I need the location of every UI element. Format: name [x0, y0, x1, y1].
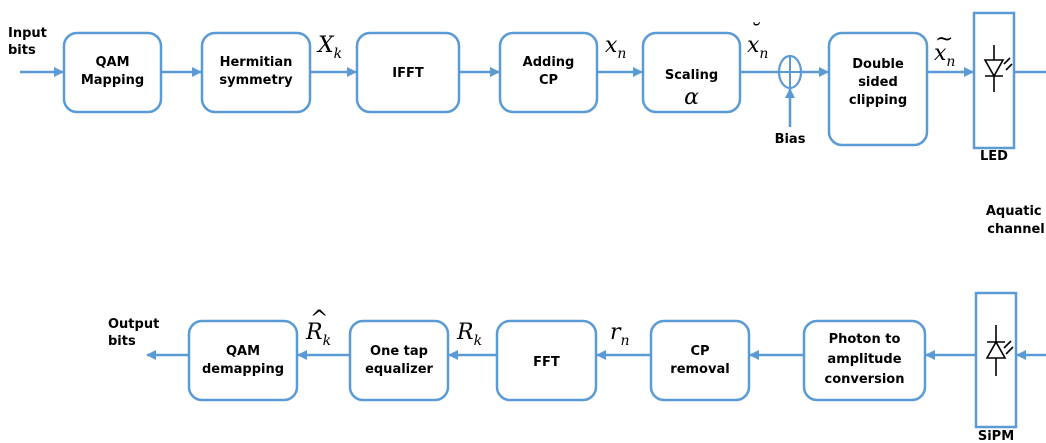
fft-block: FFT: [495, 319, 598, 402]
led-label: LED: [980, 149, 1008, 164]
ifft-block: IFFT: [355, 31, 461, 114]
svg-text:^: ^: [310, 307, 328, 332]
alpha-symbol: α: [684, 85, 699, 110]
svg-text:IFFT: IFFT: [392, 66, 424, 81]
scaling-block: Scaling α: [641, 31, 742, 114]
signal-xn-tilde: xn ~: [934, 27, 955, 70]
signal-Xk: Xk: [316, 33, 342, 62]
svg-text:Xk: Xk: [316, 33, 342, 62]
svg-text:FFT: FFT: [533, 355, 560, 370]
svg-text:˘: ˘: [749, 21, 761, 46]
led-device: [972, 11, 1016, 150]
svg-text:rn: rn: [610, 320, 630, 349]
bias-adder: [777, 54, 803, 90]
svg-text:xn: xn: [934, 41, 955, 70]
sipm-device: [974, 291, 1018, 429]
aquatic-channel-label: Aquatic channel: [986, 204, 1046, 237]
svg-text:xn: xn: [605, 33, 626, 62]
svg-text:~: ~: [935, 27, 953, 52]
signal-rn: rn: [610, 320, 630, 349]
signal-Rk-hat: Rk ^: [305, 307, 331, 349]
sipm-label: SiPM: [978, 429, 1014, 443]
signal-xn-breve: xn ˘: [747, 21, 768, 62]
svg-text:Rk: Rk: [305, 320, 331, 349]
svg-text:Rk: Rk: [456, 320, 482, 349]
svg-text:Scaling: Scaling: [665, 68, 718, 83]
input-bits-label: Input bits: [8, 26, 51, 58]
signal-xn: xn: [605, 33, 626, 62]
bias-label: Bias: [775, 132, 806, 147]
svg-text:xn: xn: [747, 33, 768, 62]
signal-Rk: Rk: [456, 320, 482, 349]
output-bits-label: Output bits: [108, 317, 164, 349]
